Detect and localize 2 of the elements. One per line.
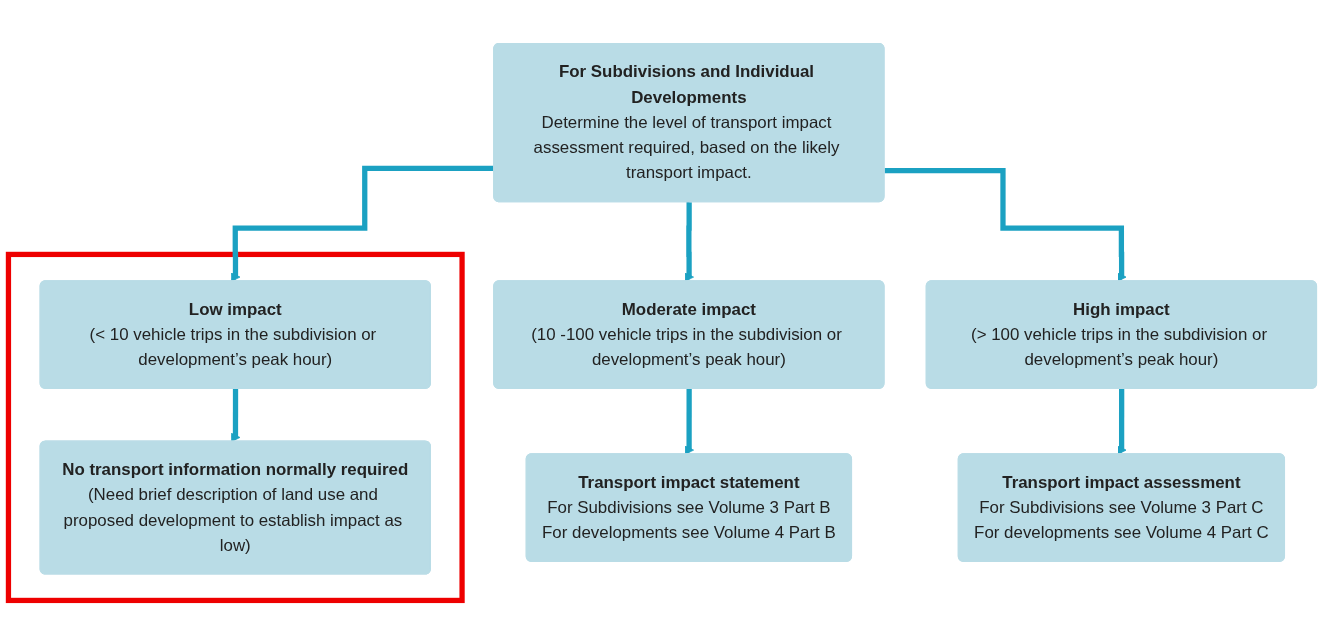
cluster <box>5 251 465 603</box>
arrow <box>884 167 1127 282</box>
